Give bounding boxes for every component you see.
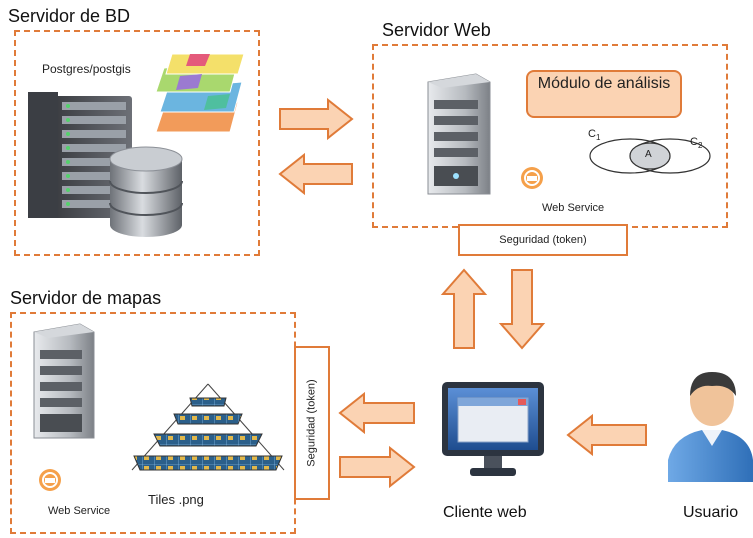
venn-intersection-label: A	[645, 149, 652, 160]
client-label: Cliente web	[443, 504, 527, 521]
tower-server-icon	[33, 323, 95, 439]
arrow-web-to-db	[278, 152, 353, 196]
web-service-icon	[39, 469, 61, 491]
arrow-user-to-client	[566, 413, 647, 457]
tiles-label: Tiles .png	[148, 492, 204, 507]
computer-monitor-icon	[442, 382, 544, 476]
analysis-module-label: Módulo de análisis	[537, 75, 671, 92]
map-web-service-label: Web Service	[48, 505, 111, 517]
analysis-module-box: Módulo de análisis	[526, 70, 682, 118]
web-server-title: Servidor Web	[382, 20, 491, 40]
database-icon	[109, 146, 183, 237]
arrow-client-to-map	[338, 391, 415, 435]
db-server-title: Servidor de BD	[8, 6, 131, 26]
web-service-icon	[521, 167, 543, 189]
venn-diagram	[589, 138, 711, 174]
tile-pyramid-icon	[131, 383, 285, 471]
arrow-client-to-web	[440, 268, 488, 349]
user-label: Usuario	[683, 504, 739, 521]
map-server-title: Servidor de mapas	[10, 288, 162, 308]
venn-set2-label: C2	[690, 136, 703, 151]
arrow-web-to-client	[498, 269, 546, 350]
arrow-map-to-client	[339, 445, 416, 489]
server-rack-icon	[28, 92, 132, 218]
map-security-label: Seguridad (token)	[306, 379, 319, 467]
arrow-db-to-web	[279, 97, 354, 141]
db-server-box	[14, 30, 260, 256]
user-icon	[668, 372, 753, 482]
postgres-label: Postgres/postgis	[42, 62, 131, 76]
map-security-box: Seguridad (token)	[294, 346, 330, 500]
web-security-label: Seguridad (token)	[499, 234, 587, 246]
venn-set1-label: C1	[588, 128, 601, 143]
web-security-box: Seguridad (token)	[458, 224, 628, 256]
tower-server-icon	[427, 73, 491, 195]
web-service-label: Web Service	[542, 202, 605, 214]
map-layers-icon	[155, 53, 245, 133]
